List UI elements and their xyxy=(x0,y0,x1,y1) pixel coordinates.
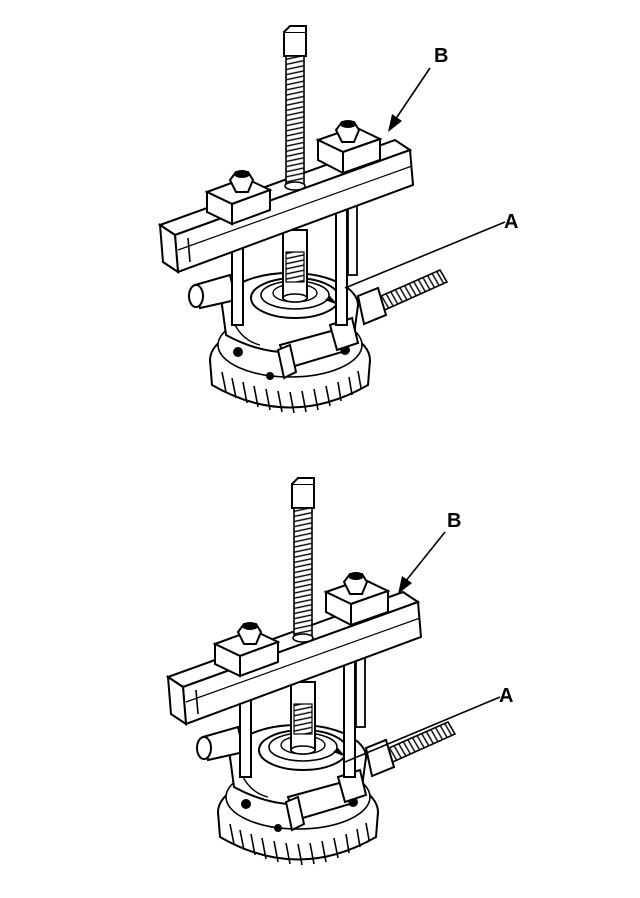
puller-assembly-2 xyxy=(167,477,456,866)
leader-a-1 xyxy=(344,221,506,289)
leader-a-2 xyxy=(344,696,501,763)
leader-b-2 xyxy=(398,531,446,594)
callout-b-1: B xyxy=(434,45,448,67)
figure-1: A B xyxy=(159,25,518,414)
callout-b-2: B xyxy=(447,510,461,532)
puller-assembly-1 xyxy=(159,25,448,414)
figure-2: A B xyxy=(167,477,513,866)
callout-a-2: A xyxy=(499,685,513,707)
leader-b-1 xyxy=(388,67,431,132)
callout-a-1: A xyxy=(504,211,518,233)
